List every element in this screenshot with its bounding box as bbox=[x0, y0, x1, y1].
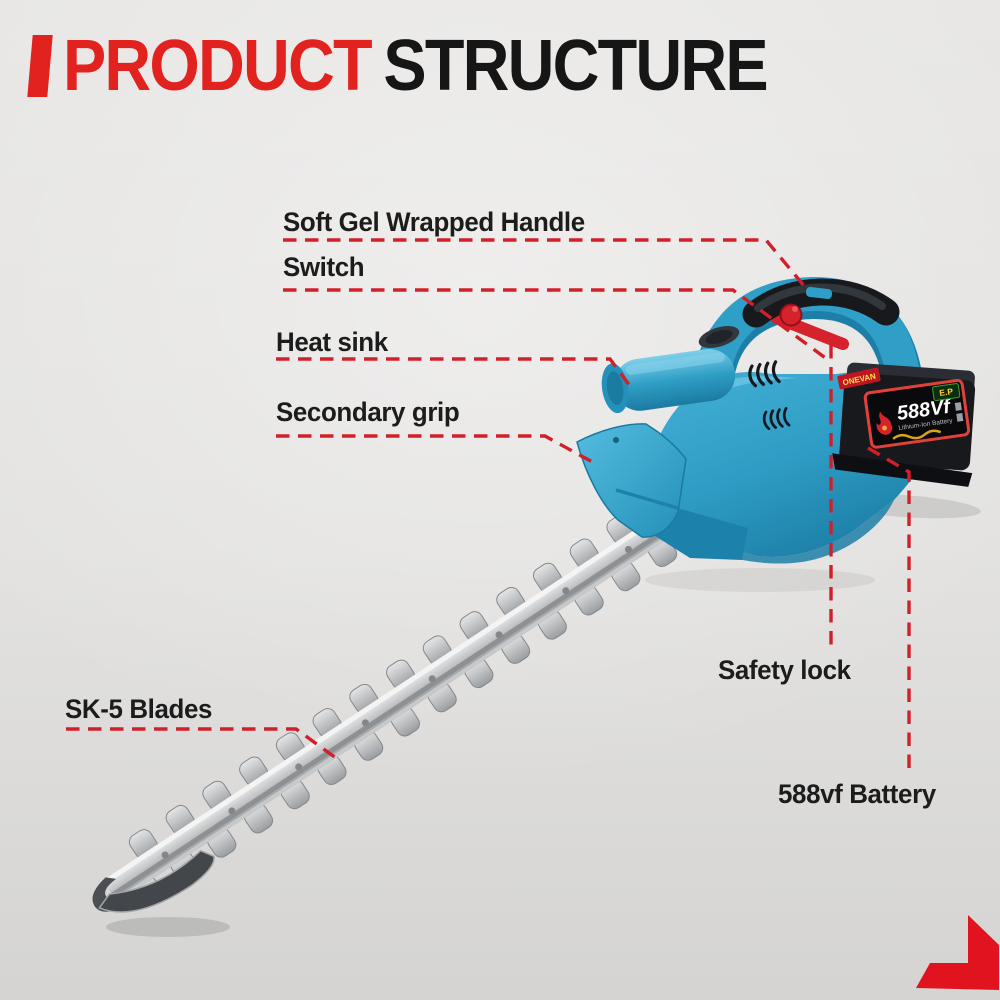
title-word-structure: STRUCTURE bbox=[383, 26, 768, 106]
battery-badge: E.P bbox=[939, 386, 954, 398]
callout-label-sk5-blades: SK-5 Blades bbox=[65, 694, 213, 724]
blade bbox=[92, 511, 681, 913]
callout-label-battery: 588vf Battery bbox=[778, 779, 936, 809]
callout-label-soft-gel-wrapped-handle: Soft Gel Wrapped Handle bbox=[283, 207, 585, 237]
callout-line-secondary-grip bbox=[276, 434, 597, 466]
secondary-grip-guard bbox=[576, 423, 687, 538]
corner-accent bbox=[916, 915, 999, 990]
grip-blue-tab bbox=[805, 286, 833, 300]
callout-label-switch: Switch bbox=[283, 252, 365, 282]
title-accent-bar bbox=[27, 35, 53, 97]
callout-label-heat-sink: Heat sink bbox=[276, 327, 388, 357]
callout-line-heat-sink bbox=[276, 357, 632, 388]
callout-line-battery bbox=[867, 446, 911, 771]
blade-rail bbox=[102, 514, 672, 903]
callout-line-sk5-blades bbox=[66, 727, 337, 760]
battery-pack: 588Vf Lithium-Ion Battery E.P bbox=[832, 362, 976, 487]
callout-line-switch bbox=[283, 288, 833, 364]
blade-tip-guard bbox=[92, 849, 215, 913]
callout-lines bbox=[66, 238, 911, 771]
brand-sticker: ONEVAN bbox=[837, 367, 881, 390]
ground-shadows bbox=[106, 493, 981, 937]
callout-label-secondary-grip: Secondary grip bbox=[276, 397, 460, 427]
callout-label-safety-lock: Safety lock bbox=[718, 655, 851, 685]
flame-icon bbox=[876, 411, 893, 435]
safety-lock-button bbox=[779, 303, 803, 327]
battery-label: 588Vf Lithium-Ion Battery E.P bbox=[863, 378, 971, 449]
title-word-product: PRODUCT bbox=[63, 26, 373, 106]
callout-line-soft-gel-wrapped-handle bbox=[283, 238, 807, 289]
blade-bolts bbox=[161, 545, 632, 859]
